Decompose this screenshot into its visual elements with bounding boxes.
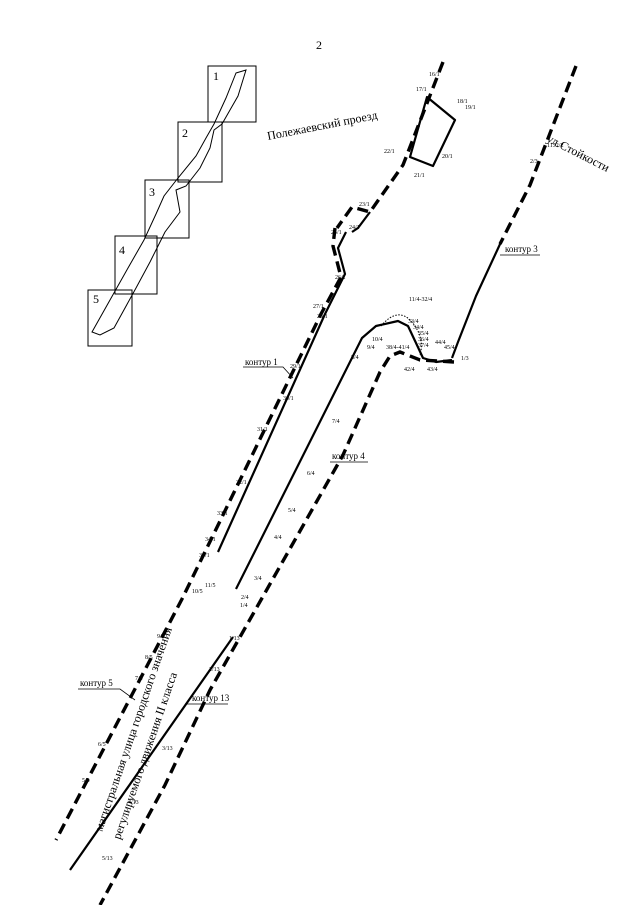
point-label: 3/4	[254, 576, 262, 582]
contour-3-solid	[450, 241, 502, 359]
contour-4-boundary	[98, 314, 455, 906]
index-label-2: 2	[182, 126, 188, 140]
point-label: 6/5	[98, 742, 106, 748]
point-label: 10/5	[192, 589, 203, 595]
index-map: 1 2 3 4 5	[87, 65, 257, 347]
contour-13-solid	[69, 636, 234, 871]
point-label: 21/1	[414, 173, 425, 179]
point-label: 44/4	[435, 340, 446, 346]
point-label: 29/1	[290, 364, 301, 370]
contour-1-solid-inner	[216, 231, 347, 553]
index-road-outline	[91, 69, 247, 336]
point-label: 7/5	[135, 676, 143, 682]
point-label: 5/5	[82, 778, 90, 784]
point-label: 1/3	[461, 356, 469, 362]
point-label: 24/1	[349, 225, 360, 231]
point-label: 38/4-41/4	[386, 345, 409, 351]
point-label: 9/5	[157, 634, 165, 640]
point-label: 20/1	[442, 154, 453, 160]
point-label: 16/1	[429, 72, 440, 78]
point-label: 43/4	[427, 367, 438, 373]
point-label: 8/4	[351, 355, 359, 361]
page-number: 2	[316, 38, 322, 52]
point-label: 34/1	[205, 537, 216, 543]
index-label-5: 5	[93, 292, 99, 306]
point-label: 3/13	[162, 746, 173, 752]
point-label: 11/4-32/4	[409, 297, 432, 303]
point-label: 30/1	[283, 396, 294, 402]
contour-1-label: контур 1	[245, 357, 278, 367]
index-label-4: 4	[119, 243, 125, 257]
contour-5-label: контур 5	[80, 678, 113, 688]
point-label: 27/1	[313, 304, 324, 310]
point-label: 37/4	[418, 343, 429, 349]
point-label: 10/4	[372, 337, 383, 343]
point-label: 35/1	[199, 553, 210, 559]
contour-4-loop-dotted	[380, 314, 422, 356]
point-label: 23/1	[359, 202, 370, 208]
contour-1-boundary	[54, 61, 457, 841]
index-sheet-4	[114, 235, 158, 295]
point-label: 25/1	[331, 230, 342, 236]
contour-3-label: контур 3	[505, 244, 538, 254]
point-label: 2/3	[530, 159, 538, 165]
point-label: 26/1	[335, 275, 346, 281]
point-label: 4/4	[274, 535, 282, 541]
contour-4-label: контур 4	[332, 451, 365, 461]
contour-leaders	[78, 254, 540, 705]
contour-1-solid-north	[351, 211, 371, 233]
point-label: 2/4	[241, 595, 249, 601]
point-label: 32/1	[236, 480, 247, 486]
point-label: 5/4	[288, 508, 296, 514]
contour-13-label: контур 13	[192, 693, 230, 703]
contour-3-dashed	[498, 65, 578, 245]
street-polezhaevsky: Полежаевский проезд	[266, 108, 379, 143]
point-label: 18/1	[457, 99, 468, 105]
point-label: 45/4	[444, 345, 455, 351]
point-label: 42/4	[404, 367, 415, 373]
contour-1-box	[408, 95, 457, 168]
index-label-3: 3	[149, 185, 155, 199]
point-label: 9/4	[367, 345, 375, 351]
point-label: 22/1	[384, 149, 395, 155]
index-sheet-2	[177, 121, 223, 183]
point-label: 34/4	[413, 325, 424, 331]
point-label: 8/5	[145, 655, 153, 661]
contour-1-dashed-west	[54, 227, 343, 841]
point-label: 1/13	[229, 636, 240, 642]
point-label: 35/4	[418, 331, 429, 337]
index-label-1: 1	[213, 69, 219, 83]
point-label: 19/1	[465, 105, 476, 111]
point-label: 5/13	[102, 856, 113, 862]
point-label: 6/4	[307, 471, 315, 477]
point-label: 31/1	[257, 427, 268, 433]
point-label: 4/13	[128, 800, 139, 806]
point-label: 1152/2	[547, 143, 563, 149]
index-sheet-1	[207, 65, 257, 123]
point-label: 11/5	[205, 583, 215, 589]
point-label: 28/1	[317, 314, 328, 320]
index-sheet-5	[87, 289, 133, 347]
street-stoykosti: ул.Стойкости	[545, 131, 613, 175]
point-label: 33/4	[408, 319, 419, 325]
index-sheet-3	[144, 179, 190, 239]
point-label: 33/1	[217, 511, 228, 517]
point-label: 36/4	[418, 337, 429, 343]
point-labels: 16/1 17/1 18/1 19/1 20/1 21/1 22/1 23/1 …	[82, 72, 563, 862]
point-label: 7/4	[332, 419, 340, 425]
contour-1-dashed-north	[335, 61, 445, 229]
point-label: 2/13	[209, 667, 220, 673]
point-label: 1/4	[240, 603, 248, 609]
contour-4-dashed-east	[98, 350, 455, 906]
point-label: 17/1	[416, 87, 427, 93]
